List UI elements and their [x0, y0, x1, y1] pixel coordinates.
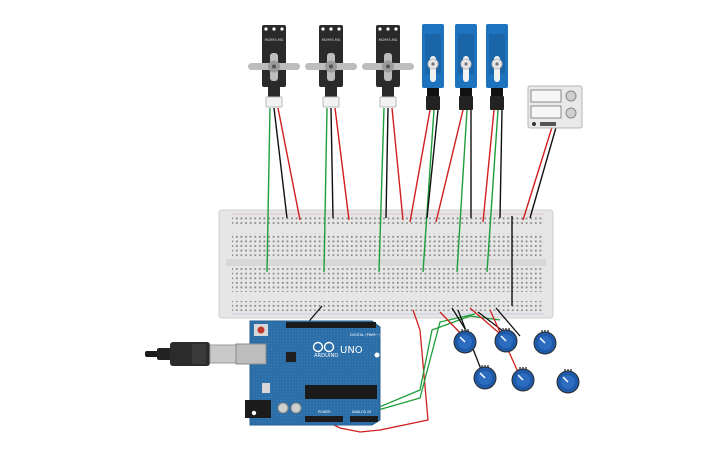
arduino-brand: ARDUINO	[314, 353, 338, 359]
arduino-model: UNO	[340, 345, 363, 356]
potentiometer-6[interactable]	[556, 369, 580, 394]
potentiometer-4[interactable]	[473, 365, 497, 390]
servo-label: MG995-MG	[265, 38, 284, 42]
servo-black-3: MG995-MG	[362, 25, 414, 108]
servo-label: MG995-MG	[379, 38, 398, 42]
analog-label: ANALOG IN	[352, 410, 371, 414]
potentiometer-5[interactable]	[511, 367, 535, 392]
power-supply-icon	[527, 85, 583, 129]
potentiometer-3[interactable]	[533, 330, 557, 355]
servo-blue-3	[486, 24, 508, 110]
potentiometer-1[interactable]	[453, 329, 477, 354]
servo-blue-1	[422, 24, 444, 110]
servo-wiring	[266, 107, 558, 306]
usb-cable-icon	[145, 342, 237, 366]
servo-label: MG995-MG	[322, 38, 341, 42]
potentiometer-2[interactable]	[494, 328, 518, 353]
servo-black-2: MG995-MG	[305, 25, 357, 108]
breadboard	[218, 209, 554, 319]
servo-black-1: MG995-MG	[248, 25, 300, 108]
servo-blue-2	[455, 24, 477, 110]
digital-label: DIGITAL (PWM~)	[350, 333, 380, 337]
arduino-uno: DIGITAL (PWM~) ARDUINO UNO POWER ANALOG …	[235, 320, 381, 426]
power-label: POWER	[318, 410, 331, 414]
